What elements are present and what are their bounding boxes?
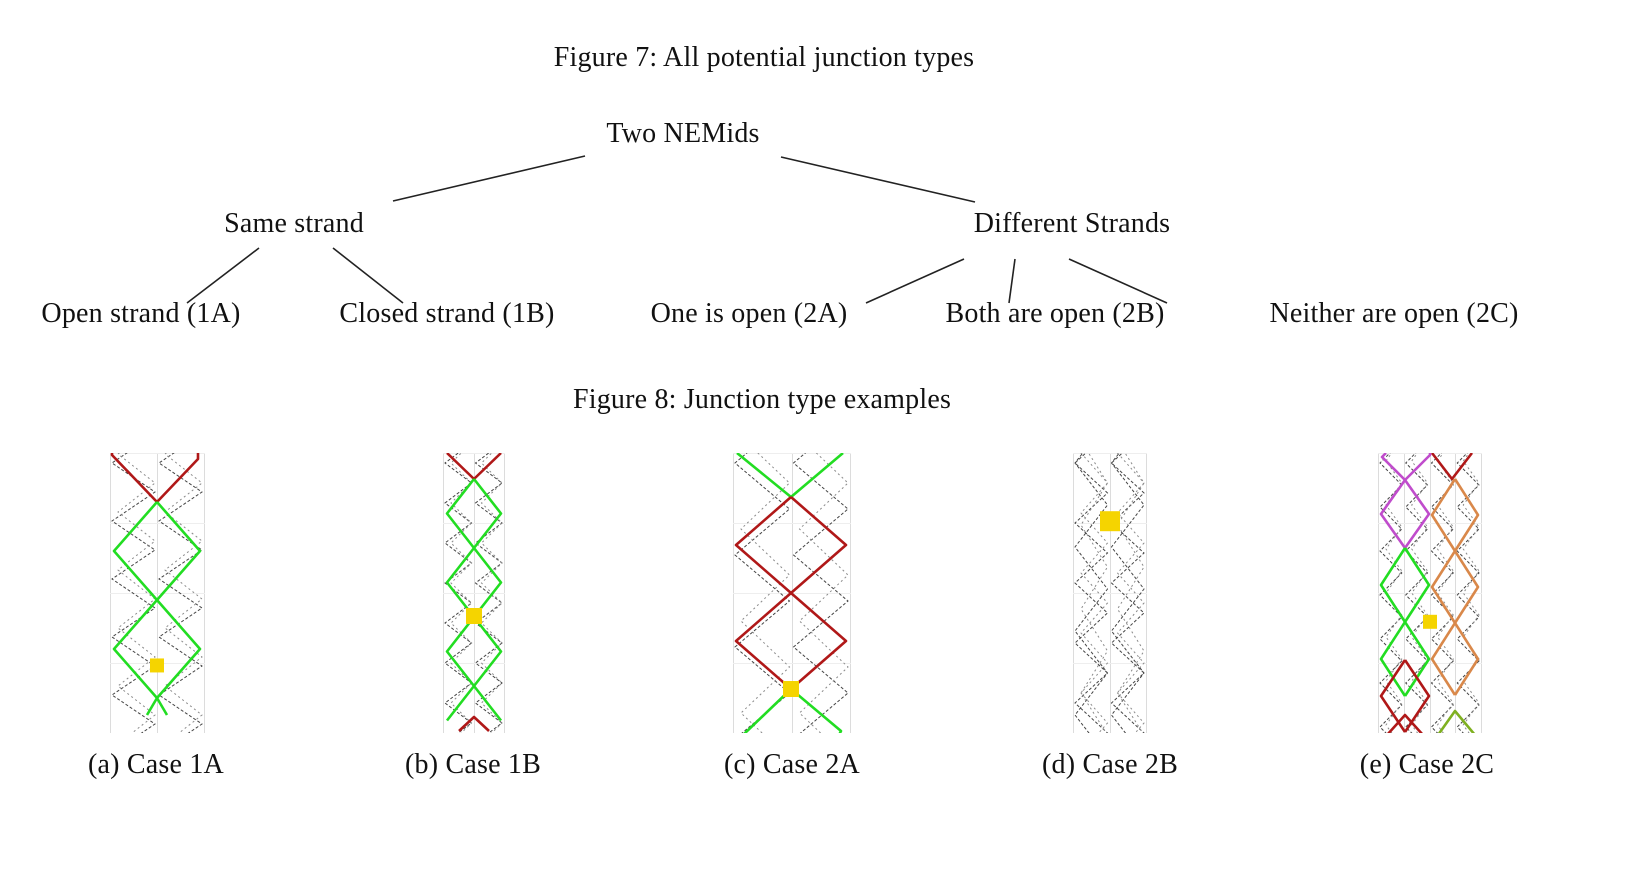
panel-case-1b [443,453,505,733]
edge-root-different-strands [780,156,976,203]
panel-caption-1b: (b) Case 1B [405,749,541,780]
strand-green [445,478,476,722]
backbone-strand [792,453,849,733]
panel-caption-2c: (e) Case 2C [1359,749,1495,780]
backbone-strand [444,453,473,733]
junction-highlight [783,681,799,697]
backbone-strand [740,453,791,733]
edge-same-open-1a [186,247,260,304]
strand-red [1387,713,1423,733]
helix-diagram-2a [733,453,851,733]
strand-red [1403,659,1431,733]
strand-red [1430,453,1474,481]
tree-node-root: Two NEMids [606,118,760,149]
strand-orange [1453,478,1480,696]
tree-leaf-2b: Both are open (2B) [945,298,1165,329]
tree-leaf-1b: Closed strand (1B) [339,298,555,329]
strand-green [1403,547,1431,697]
junction-highlight [466,608,482,624]
helix-diagram-1a [110,453,205,733]
strand-purple [1403,479,1431,549]
panel-caption-2b: (d) Case 2B [1042,749,1178,780]
backbone-strand [1080,453,1109,733]
backbone-strand [450,453,473,733]
edge-diff-one-open-2a [865,258,965,304]
figure-8-caption: Figure 8: Junction type examples [572,384,952,415]
helix-diagram-2c [1378,453,1482,733]
junction-highlight [150,658,164,673]
tree-node-same-strand: Same strand [224,208,364,239]
backbone-strand [1074,453,1109,733]
backbone-strand [734,453,791,733]
tree-leaf-2a: One is open (2A) [650,298,848,329]
panel-case-1a [110,453,205,733]
backbone-strand [1074,453,1109,733]
tree-leaf-1a: Open strand (1A) [41,298,241,329]
backbone-strand [798,453,849,733]
backbone-strand [1110,453,1145,733]
backbone-strand [1110,453,1145,733]
strand-red [110,453,200,504]
edge-diff-both-open-2b [1008,258,1016,304]
strand-red [1379,659,1407,733]
junction-highlight [1423,614,1437,629]
backbone-strand [164,453,203,733]
backbone-strand [117,453,156,733]
panel-caption-1a: (a) Case 1A [88,749,224,780]
panel-case-2c [1378,453,1482,733]
junction-highlight [1100,511,1120,532]
strand-olive [1437,709,1476,733]
edge-root-same-strand [392,155,586,202]
edge-diff-neither-open-2c [1068,258,1168,304]
tree-leaf-2c: Neither are open (2C) [1269,298,1519,329]
strand-orange [1430,478,1457,696]
strand-red [789,496,848,690]
panel-case-2b [1073,453,1147,733]
backbone-strand [111,453,156,733]
strand-green [155,501,202,716]
strand-green [743,687,843,733]
strand-green [736,453,844,499]
backbone-strand [474,453,503,733]
helix-diagram-1b [443,453,505,733]
backbone-strand [158,453,203,733]
panel-caption-2a: (c) Case 2A [724,749,860,780]
strand-green [472,478,503,722]
edge-same-closed-1b [332,247,404,304]
tree-node-different-strands: Different Strands [973,208,1171,239]
backbone-strand [1116,453,1145,733]
figure-7-caption: Figure 7: All potential junction types [553,42,975,73]
strand-purple [1379,479,1407,549]
panel-case-2a [733,453,851,733]
helix-diagram-2b [1073,453,1147,733]
strand-red [458,715,490,732]
strand-green [112,501,159,716]
